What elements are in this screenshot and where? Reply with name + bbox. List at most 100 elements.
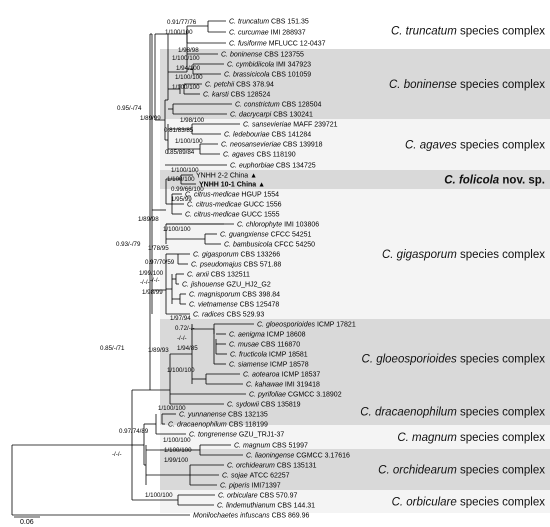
taxon-label: C. guangxiense CFCC 54251 [220, 232, 312, 239]
band-5 [160, 319, 550, 398]
taxon-label: C. magnum CBS 51997 [234, 443, 308, 450]
support-value: 0.81/83/85 [164, 127, 194, 134]
taxon-label: C. ledebouriae CBS 141284 [224, 132, 311, 139]
support-value: 1/100/100 [172, 84, 200, 91]
support-value: 1/95/99 [171, 196, 192, 203]
support-value: 1/100/100 [164, 447, 192, 454]
taxon-label: C. petchii CBS 378.94 [205, 82, 274, 89]
support-value: 1/100/100 [175, 74, 203, 81]
support-value: -/-/- [150, 277, 160, 284]
support-value: 1/100/100 [165, 29, 193, 36]
taxon-label: C. yunnanense CBS 132135 [179, 412, 268, 419]
taxon-label: C. fusiforme MFLUCC 12-0437 [229, 41, 326, 48]
support-value: 1/97/94 [170, 315, 191, 322]
taxon-label: C. gigasporum CBS 133266 [193, 252, 280, 259]
support-value: 1/89/93 [148, 347, 169, 354]
tree-branches [11, 20, 254, 516]
band-8 [160, 449, 550, 490]
taxon-label: Monilochaetes infuscans CBS 869.96 [193, 513, 309, 520]
taxon-label: C. musae CBS 116870 [229, 342, 300, 349]
taxon-label: C. citrus-medicae GUCC 1555 [185, 212, 280, 219]
complex-label-1: C. boninense species complex [389, 79, 545, 91]
scale-bar: 0.06 [14, 516, 40, 526]
support-value: 0.72/-/- [175, 325, 195, 332]
complex-labels: C. truncatum species complex C. boninense… [360, 26, 545, 509]
taxon-label: C. constrictum CBS 128504 [235, 102, 321, 109]
taxon-label: C. sydowii CBS 135819 [227, 402, 301, 409]
taxon-label: C. gloeosporioides ICMP 17821 [257, 322, 356, 329]
support-value: 1/100/100 [163, 437, 191, 444]
taxon-label: C. boninense CBS 123755 [221, 52, 304, 59]
taxon-label: C. radices CBS 529.93 [193, 312, 264, 319]
band-3 [160, 170, 550, 189]
band-1 [160, 49, 550, 119]
support-value: 1/100/100 [167, 176, 195, 183]
taxon-label: C. truncatum CBS 151.35 [229, 19, 309, 26]
complex-label-7: C. magnum species complex [397, 432, 545, 444]
taxon-label: C. tongrenense GZU_TRJ1-37 [189, 432, 284, 439]
support-value: 1/98/99 [142, 289, 163, 296]
taxon-label: C. chlorophyte IMI 103806 [237, 222, 319, 229]
complex-label-0: C. truncatum species complex [391, 26, 545, 38]
complex-label-4: C. gigasporum species complex [382, 249, 545, 261]
taxon-label: C. siamense ICMP 18578 [229, 362, 309, 369]
support-value: 1/98/98 [178, 47, 199, 54]
taxon-label: C. magnisporum CBS 398.84 [189, 292, 280, 299]
taxon-label: C. citrus-medicae HGUP 1554 [185, 192, 279, 199]
taxon-label: C. aenigma ICMP 18608 [229, 332, 306, 339]
complex-label-8: C. orchidearum species complex [378, 465, 545, 477]
taxon-label: C. curcumae IMI 288937 [229, 30, 306, 37]
support-value: 1/100/100 [172, 55, 200, 62]
support-value: 0.93/-/79 [116, 241, 141, 248]
taxon-label: YNHH 2-2 China ▲ [196, 173, 257, 180]
support-values: 0.91/77/761/100/1001/98/981/100/1001/94/… [100, 19, 205, 499]
support-value: 1/100/100 [171, 167, 199, 174]
complex-label-9: C. orbiculare species complex [392, 497, 546, 509]
support-value: 0.91/77/76 [167, 19, 197, 26]
support-value: 0.95/-/74 [117, 105, 142, 112]
taxon-label: C. aotearoa ICMP 18537 [243, 372, 320, 379]
band-9 [160, 490, 550, 513]
support-value: 0.85/-/71 [100, 345, 125, 352]
complex-bands [160, 12, 550, 513]
support-value: 1/98/100 [180, 117, 205, 124]
support-value: 1/94/100 [176, 65, 201, 72]
support-value: 1/100/100 [145, 492, 173, 499]
taxon-label: C. pseudomajus CBS 571.88 [191, 262, 281, 269]
support-value: 1/89/99 [140, 115, 161, 122]
taxon-label: C. sojae ATCC 62257 [222, 473, 290, 480]
taxon-label: C. karsti CBS 128524 [203, 92, 270, 99]
scale-bar-label: 0.06 [20, 519, 34, 526]
support-value: 0.97/74/89 [119, 428, 149, 435]
taxon-label: C. arxii CBS 132511 [187, 272, 250, 279]
support-value: 1/100/100 [167, 367, 195, 374]
taxon-label: C. bambusicola CFCC 54250 [224, 242, 315, 249]
taxon-label: C. vietnamense CBS 125478 [189, 302, 279, 309]
taxon-label: C. dracaenophilum CBS 118199 [168, 422, 268, 429]
taxon-label: C. neosansevieriae CBS 139918 [221, 142, 323, 149]
support-value: -/-/- [177, 335, 187, 342]
support-value: 0.99/66/100 [171, 186, 204, 193]
support-value: 1/99/100 [139, 270, 164, 277]
band-2 [160, 119, 550, 170]
support-value: 1/100/100 [158, 405, 186, 412]
complex-label-5: C. gloeosporioides species complex [362, 354, 546, 366]
support-value: -/-/- [112, 451, 122, 458]
complex-label-3: C. folicola nov. sp. [444, 175, 545, 187]
support-value: 0.85/89/84 [165, 149, 195, 156]
taxon-label: C. euphorbiae CBS 134725 [230, 163, 316, 170]
taxon-label: C. brassicicola CBS 101059 [224, 72, 311, 79]
taxon-label: C. kahawae IMI 319418 [246, 382, 320, 389]
taxon-label: C. fructicola ICMP 18581 [230, 352, 308, 359]
support-value: -/-/- [140, 279, 150, 286]
taxon-label: C. piperis IMI71397 [220, 483, 281, 490]
complex-label-6: C. dracaenophilum species complex [360, 407, 545, 419]
complex-label-2: C. agaves species complex [405, 140, 545, 152]
support-value: 1/94/85 [177, 345, 198, 352]
support-value: 1/100/100 [175, 138, 203, 145]
taxon-label: C. pyrifoliae CGMCC 3.18902 [249, 392, 342, 399]
taxon-label: C. citrus-medicae GUCC 1556 [187, 202, 282, 209]
band-6 [160, 398, 550, 425]
taxon-label: C. cymbidiicola IMI 347923 [227, 62, 311, 69]
